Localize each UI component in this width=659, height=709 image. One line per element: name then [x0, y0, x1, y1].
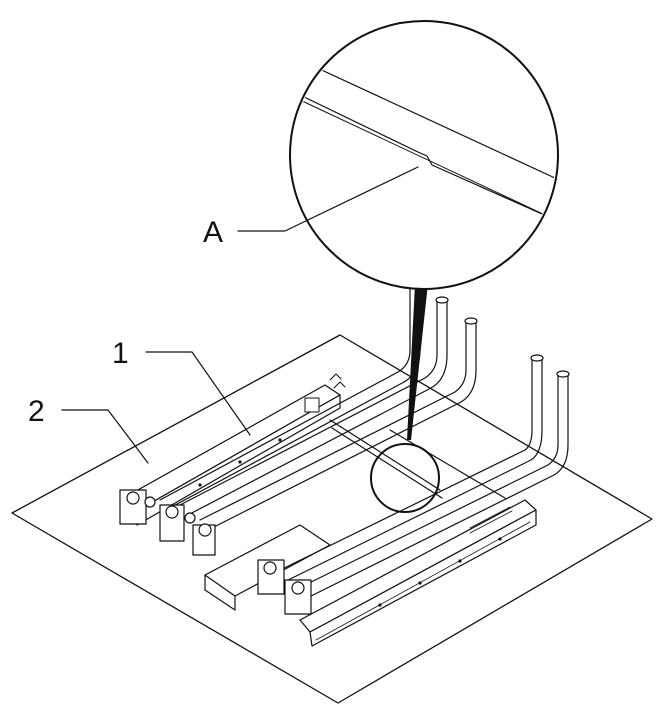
leader-line-A — [237, 166, 419, 232]
valve-fitting-5 — [284, 579, 312, 615]
detail-pointer — [407, 265, 430, 440]
floor-sheet — [11, 334, 653, 704]
valve-fittings — [119, 489, 312, 615]
detail-circle-magnified — [289, 20, 559, 290]
detail-circle-small — [370, 443, 440, 513]
callout-label-A: A — [203, 216, 223, 249]
callout-label-2: 2 — [28, 395, 45, 428]
rail-bracket-right — [299, 499, 537, 647]
rail-bracket-left — [119, 373, 346, 526]
valve-fitting-3 — [192, 523, 216, 556]
valve-fitting-4 — [257, 559, 285, 595]
leader-line-1 — [145, 351, 251, 436]
valve-fitting-1 — [119, 489, 156, 525]
callout-label-1: 1 — [112, 337, 129, 370]
pipe-group — [159, 281, 570, 602]
leader-line-2 — [61, 409, 149, 464]
valve-fitting-2 — [159, 504, 196, 542]
